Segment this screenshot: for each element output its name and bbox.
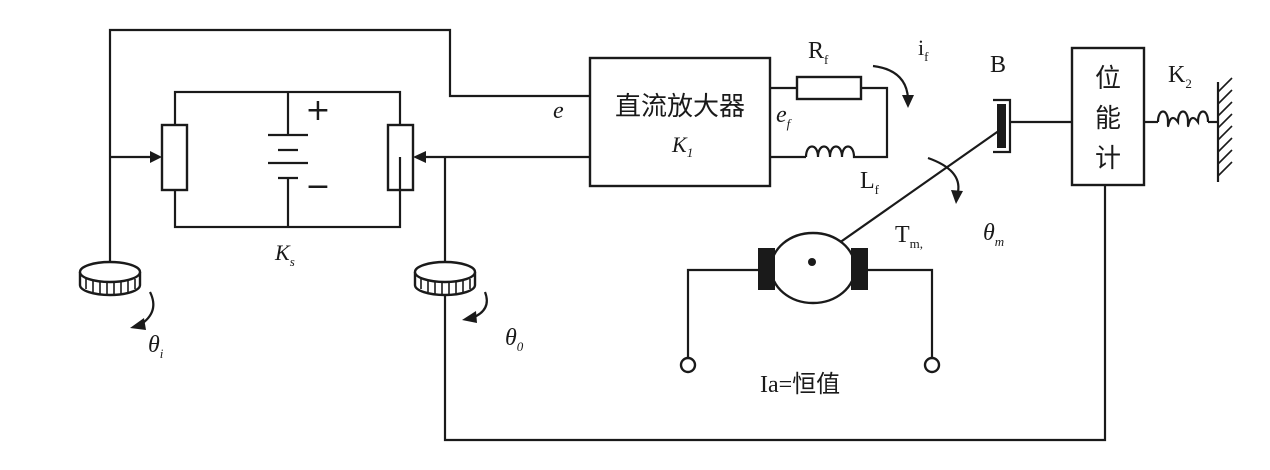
bridge-circuit: + − Ks [110,90,415,269]
torque-label: Tm, [895,222,923,251]
input-signal-wire [108,28,590,265]
current-label: if [918,35,929,64]
motor-brush-left [758,248,775,290]
rotation-arrow [927,156,963,204]
feedback-wire [443,185,1107,442]
wall [1216,77,1233,182]
amplifier-name: 直流放大器 [615,92,745,122]
inductor-label: Lf [860,168,880,197]
bridge-output-wire [413,151,590,163]
battery-plus: + [305,93,330,128]
potentiometer-meter: 位 能 计 [1070,46,1146,187]
damper-label: B [990,52,1006,78]
input-e-label: e [553,98,564,124]
battery-minus: − [305,169,330,204]
torque-theta-label: θm [983,220,1004,249]
motor-shaft [811,129,1001,263]
resistor-label: Rf [808,38,829,67]
dc-motor: Ia=恒值 Tm, θm [679,220,1004,398]
amplifier-gain: K1 [671,132,693,160]
motor-brush-right [851,248,868,290]
armature-current-label: Ia=恒值 [760,371,840,398]
theta-o-label: θ0 [505,325,524,354]
damper: B [990,52,1072,154]
battery: + − [268,92,331,227]
meter-char-2: 能 [1095,104,1121,134]
motor-terminal-left [679,356,697,374]
field-circuit: ef Rf Lf if [770,35,929,197]
field-resistor [795,75,863,101]
spring: K2 [1144,62,1218,128]
output-knob: θ0 [398,157,524,354]
dc-amplifier: 直流放大器 K1 [588,56,772,188]
field-inductor [804,145,860,159]
field-voltage-label: ef [776,102,793,131]
meter-char-1: 位 [1095,64,1121,94]
motor-terminal-right [923,356,941,374]
spring-label: K2 [1168,62,1192,91]
bridge-gain-label: Ks [274,240,295,269]
input-knob: θi [78,260,164,361]
meter-char-3: 计 [1095,144,1121,174]
left-potentiometer [160,123,189,192]
theta-i-label: θi [148,332,164,361]
